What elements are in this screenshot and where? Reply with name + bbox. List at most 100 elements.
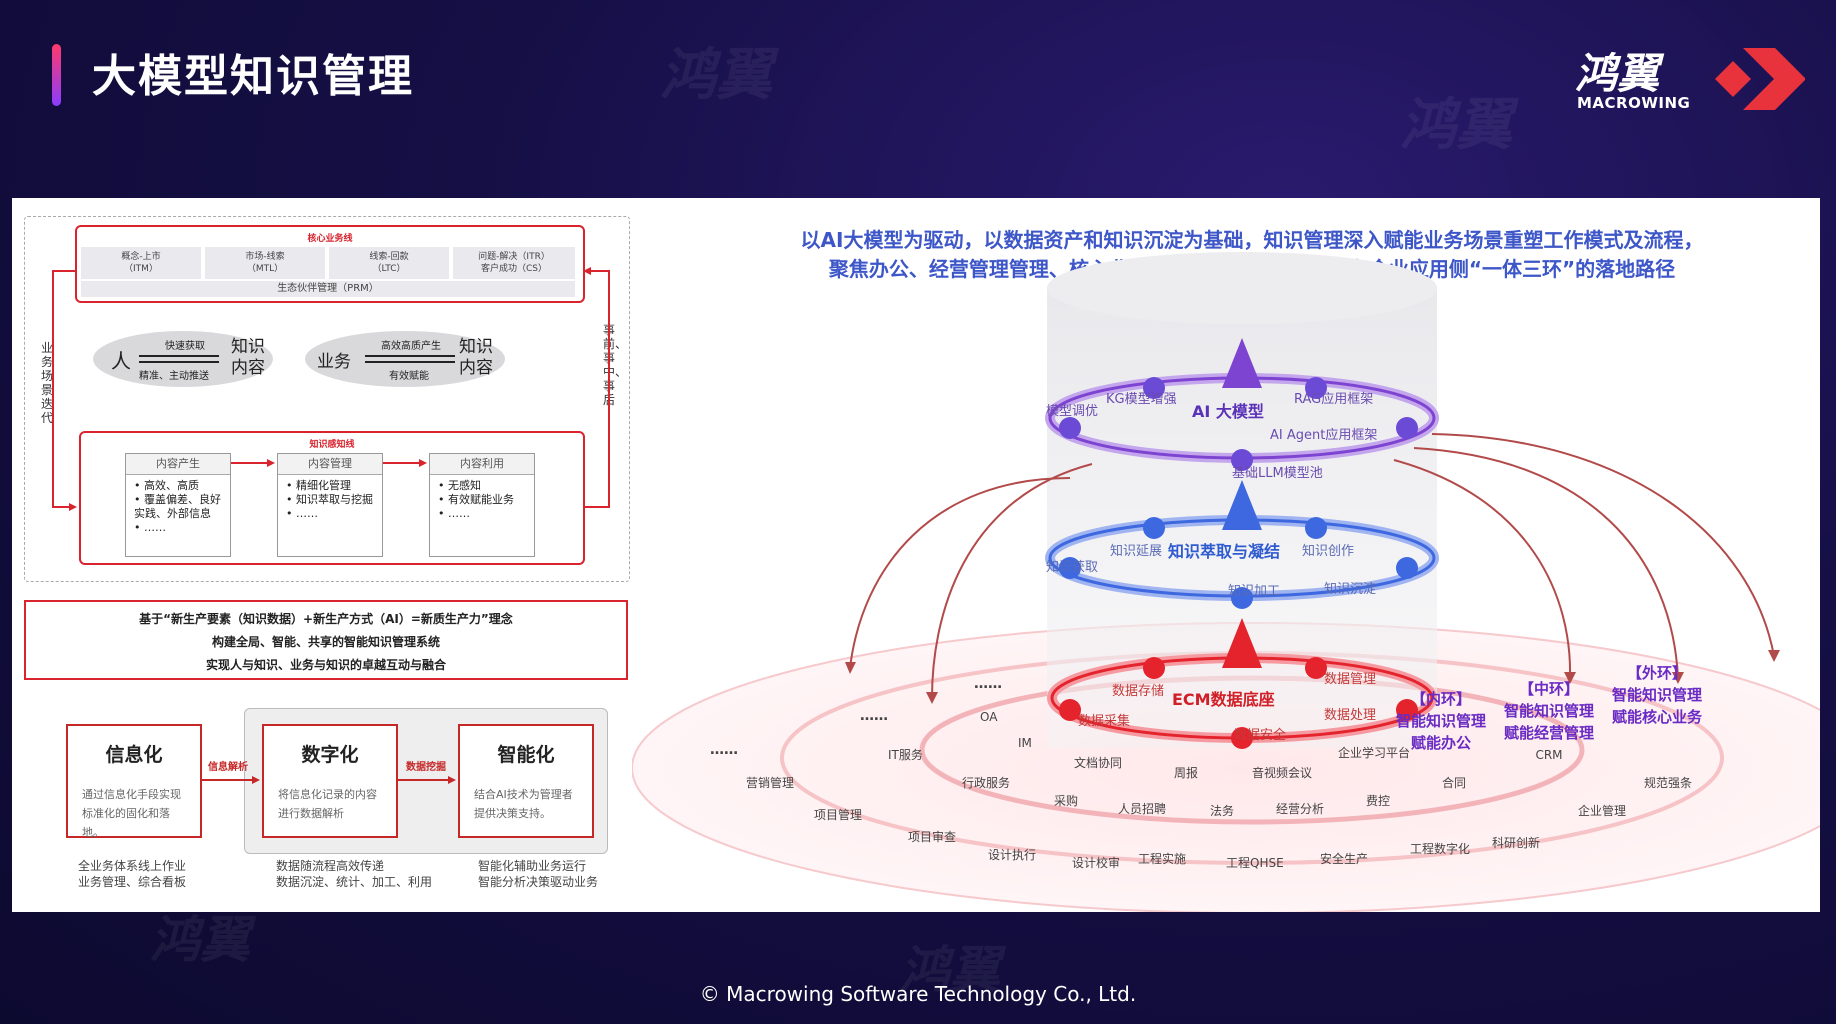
knowledge-perception-box: 知识感知线 内容产生 高效、高质覆盖偏差、良好实践、外部信息…… 内容管理 精细… bbox=[79, 431, 585, 565]
ring-label: 数据安全 bbox=[1234, 728, 1287, 743]
ring-label: 数据处理 bbox=[1324, 708, 1377, 723]
logo-subtext: MACROWING bbox=[1577, 94, 1691, 112]
watermark-logo: 鸿翼 bbox=[900, 941, 1000, 999]
app-label: 周报 bbox=[1174, 766, 1199, 780]
intro-line: 以AI大模型为驱动，以数据资产和知识沉淀为基础，知识管理深入赋能业务场景重塑工作… bbox=[800, 228, 1704, 252]
content-panel: 核心业务线 概念-上市（ITM） 市场-线索（MTL） 线索-回款（LTC） 问… bbox=[12, 198, 1820, 912]
ellipse-target: 知识内容 bbox=[231, 337, 265, 378]
person-knowledge-ellipse: 人 快速获取 精准、主动推送 知识内容 bbox=[93, 331, 273, 387]
step-title: 智能化 bbox=[497, 744, 555, 766]
concept-box: 基于“新生产要素（知识数据）+新生产方式（AI）=新质生产力”理念 构建全局、智… bbox=[24, 600, 628, 680]
copyright-footer: © Macrowing Software Technology Co., Ltd… bbox=[699, 982, 1137, 1006]
step-digitalization: 数字化 将信息化记录的内容进行数据解析 bbox=[262, 724, 398, 838]
ring-label: 数据管理 bbox=[1324, 672, 1377, 687]
ring-label: 数据采集 bbox=[1078, 714, 1131, 729]
stage-ltc: 线索-回款（LTC） bbox=[329, 247, 449, 279]
ring-label: 模型调优 bbox=[1046, 404, 1099, 419]
app-label: 规范强条 bbox=[1644, 776, 1693, 790]
prm-bar: 生态伙伴管理（PRM） bbox=[81, 281, 575, 297]
business-knowledge-diagram: 核心业务线 概念-上市（ITM） 市场-线索（MTL） 线索-回款（LTC） 问… bbox=[24, 216, 630, 582]
ellipse-target: 知识内容 bbox=[459, 337, 493, 378]
ring-label: 基础LLM模型池 bbox=[1232, 466, 1323, 481]
knowledge-extraction-center: 知识萃取与凝结 bbox=[1168, 542, 1281, 561]
app-label: 采购 bbox=[1054, 794, 1079, 808]
app-label: 费控 bbox=[1366, 794, 1391, 808]
ellipse-subject: 人 bbox=[111, 349, 131, 373]
ring-label: RAG应用框架 bbox=[1294, 392, 1374, 407]
app-label: 设计执行 bbox=[988, 848, 1037, 862]
ring-node-icons bbox=[1059, 377, 1418, 749]
concept-line: 实现人与知识、业务与知识的卓越互动与融合 bbox=[205, 658, 446, 672]
brand-logo: 鸿翼 MACROWING bbox=[1575, 40, 1805, 120]
ring-label: 知识创作 bbox=[1302, 544, 1355, 559]
app-label: IT服务 bbox=[888, 748, 923, 762]
core-business-box: 核心业务线 概念-上市（ITM） 市场-线索（MTL） 线索-回款（LTC） 问… bbox=[75, 225, 585, 303]
column-head: 内容利用 bbox=[430, 454, 534, 475]
app-label: 设计校审 bbox=[1072, 856, 1121, 870]
ring-label: 数据存储 bbox=[1112, 684, 1165, 699]
step-note: 全业务体系线上作业业务管理、综合看板 bbox=[78, 859, 187, 889]
side-label-left: 业务场景迭代 bbox=[41, 341, 54, 425]
ellipsis-label: …… bbox=[710, 742, 738, 758]
column-head: 内容产生 bbox=[126, 454, 230, 475]
app-label: OA bbox=[980, 710, 998, 724]
ring-label: 知识沉淀 bbox=[1324, 582, 1377, 597]
ellipse-top-label: 高效高质产生 bbox=[381, 341, 441, 352]
step-title: 信息化 bbox=[105, 744, 163, 766]
app-label: 项目审查 bbox=[908, 830, 957, 844]
app-label: 营销管理 bbox=[746, 776, 795, 790]
ellipsis-label: …… bbox=[860, 708, 888, 724]
crm-label: CRM bbox=[1535, 748, 1563, 762]
app-label: 工程数字化 bbox=[1410, 842, 1471, 856]
app-label: 科研创新 bbox=[1492, 836, 1541, 850]
app-label: 企业管理 bbox=[1578, 804, 1627, 818]
app-label: 工程实施 bbox=[1138, 852, 1187, 866]
ellipse-bottom-label: 精准、主动推送 bbox=[139, 371, 209, 382]
stage-itr-cs: 问题-解决（ITR）客户成功（CS） bbox=[453, 247, 575, 279]
page-title: 大模型知识管理 bbox=[92, 51, 414, 102]
ecm-data-center: ECM数据底座 bbox=[1172, 690, 1275, 709]
logo-chevron-icon bbox=[1715, 48, 1805, 110]
content-use-column: 内容利用 无感知有效赋能业务…… bbox=[429, 453, 535, 557]
content-manage-column: 内容管理 精细化管理知识萃取与挖掘…… bbox=[277, 453, 383, 557]
ring-label: AI Agent应用框架 bbox=[1270, 428, 1378, 443]
concept-line: 构建全局、智能、共享的智能知识管理系统 bbox=[211, 635, 440, 649]
watermark-logo: 鸿翼 bbox=[150, 911, 250, 969]
inner-ring-title: 【内环】智能知识管理赋能办公 bbox=[1396, 690, 1487, 752]
app-label: 企业学习平台 bbox=[1338, 746, 1411, 760]
perception-title: 知识感知线 bbox=[309, 440, 355, 450]
content-produce-column: 内容产生 高效、高质覆盖偏差、良好实践、外部信息…… bbox=[125, 453, 231, 557]
app-label: 音视频会议 bbox=[1252, 766, 1313, 780]
app-label: 项目管理 bbox=[814, 808, 863, 822]
app-label: 人员招聘 bbox=[1118, 802, 1167, 816]
ring-label: 知识加工 bbox=[1228, 584, 1281, 599]
watermark-logo: 鸿翼 bbox=[1400, 93, 1512, 158]
step-note: 数据随流程高效传递数据沉淀、统计、加工、利用 bbox=[276, 859, 433, 889]
app-label: 合同 bbox=[1442, 776, 1467, 790]
ellipsis-label: …… bbox=[974, 676, 1002, 692]
ai-model-center: AI 大模型 bbox=[1192, 402, 1264, 421]
ellipse-bottom-label: 有效赋能 bbox=[389, 371, 429, 382]
app-label: 文档协同 bbox=[1074, 756, 1123, 770]
stage-itm: 概念-上市（ITM） bbox=[81, 247, 201, 279]
feedback-loop-arrows bbox=[52, 267, 610, 511]
business-knowledge-ellipse: 业务 高效高质产生 有效赋能 知识内容 bbox=[305, 331, 505, 387]
app-label: 工程QHSE bbox=[1226, 856, 1284, 870]
app-label: 行政服务 bbox=[962, 776, 1011, 790]
ellipse-subject: 业务 bbox=[317, 352, 351, 372]
app-label: IM bbox=[1018, 736, 1032, 750]
step-desc: 通过信息化手段实现标准化的固化和落地。 bbox=[82, 788, 181, 839]
app-label: 经营分析 bbox=[1276, 802, 1325, 816]
core-business-title: 核心业务线 bbox=[307, 234, 353, 244]
step-desc: 将信息化记录的内容进行数据解析 bbox=[278, 788, 377, 820]
three-ring-diagram bbox=[632, 252, 1820, 912]
logo-text: 鸿翼 bbox=[1575, 49, 1660, 98]
stage-mtl: 市场-线索（MTL） bbox=[205, 247, 325, 279]
step-informatization: 信息化 通过信息化手段实现标准化的固化和落地。 bbox=[66, 724, 202, 839]
app-label: 法务 bbox=[1210, 804, 1235, 818]
ring-label: 知识获取 bbox=[1046, 560, 1099, 575]
step-intelligentization: 智能化 结合AI技术为管理者提供决策支持。 bbox=[458, 724, 594, 838]
middle-ring-title: 【中环】智能知识管理赋能经营管理 CRM bbox=[1504, 678, 1594, 766]
watermark-logo: 鸿翼 bbox=[660, 43, 772, 108]
app-label: 安全生产 bbox=[1320, 852, 1369, 866]
